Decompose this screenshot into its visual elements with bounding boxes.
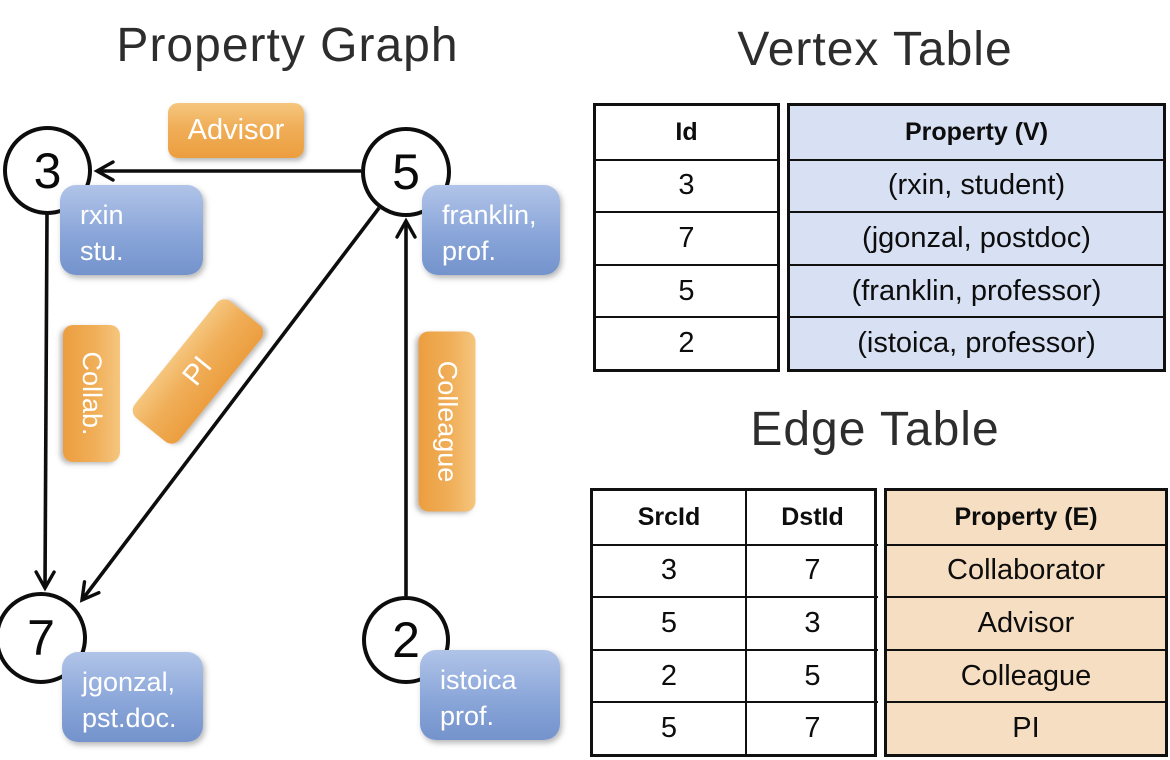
vertex-prop-line: prof. bbox=[442, 235, 497, 266]
column-header-dstid: DstId bbox=[745, 491, 878, 544]
edge-table: SrcId DstId 3 7 5 3 2 5 5 7 Property (E)… bbox=[590, 488, 1168, 757]
vertex-prop-box-rxin: rxin stu. bbox=[60, 185, 203, 275]
vertex-prop-box-franklin: franklin, prof. bbox=[422, 185, 560, 275]
table-cell: (istoica, professor) bbox=[790, 316, 1163, 369]
table-cell: 7 bbox=[745, 543, 878, 597]
table-cell: 7 bbox=[745, 701, 878, 754]
table-cell: 3 bbox=[596, 158, 777, 212]
vertex-prop-box-jgonzal: jgonzal, pst.doc. bbox=[62, 652, 203, 742]
vertex-table-title: Vertex Table bbox=[737, 23, 1013, 76]
table-cell: 3 bbox=[745, 596, 878, 649]
table-cell: 2 bbox=[596, 316, 777, 369]
edge-label-collab: Collab. bbox=[63, 325, 120, 462]
vertex-table-id-column: Id 3 7 5 2 bbox=[593, 103, 780, 372]
vertex-prop-line: franklin, bbox=[442, 200, 537, 230]
property-graph-title: Property Graph bbox=[116, 19, 459, 72]
edge-table-title: Edge Table bbox=[750, 403, 1000, 456]
column-header-srcid: SrcId bbox=[637, 502, 701, 531]
column-header-property-v: Property (V) bbox=[790, 106, 1163, 159]
edge-table-property-column: Property (E) Collaborator Advisor Collea… bbox=[884, 488, 1168, 757]
table-cell: PI bbox=[887, 701, 1165, 754]
table-cell: 2 bbox=[593, 648, 745, 702]
table-cell: Colleague bbox=[887, 648, 1165, 702]
vertex-prop-box-istoica: istoica prof. bbox=[420, 650, 560, 740]
vertex-id-label: 5 bbox=[392, 144, 420, 200]
vertex-id-label: 3 bbox=[33, 142, 62, 199]
table-cell: Collaborator bbox=[887, 543, 1165, 597]
column-header-property-e: Property (E) bbox=[887, 491, 1165, 544]
vertex-prop-line: istoica bbox=[440, 665, 517, 695]
table-cell: 3 bbox=[593, 543, 745, 597]
table-column-gap bbox=[877, 488, 884, 757]
edge-label-colleague: Colleague bbox=[418, 331, 476, 512]
table-cell: 5 bbox=[593, 596, 745, 649]
table-cell: 5 bbox=[593, 701, 745, 754]
vertex-prop-line: rxin bbox=[80, 200, 124, 230]
table-cell: 5 bbox=[596, 263, 777, 317]
column-header-id: Id bbox=[675, 117, 698, 146]
edge-label-advisor: Advisor bbox=[168, 103, 304, 158]
table-cell: Advisor bbox=[887, 596, 1165, 649]
table-cell: 5 bbox=[745, 648, 878, 702]
edge-pi-5-to-7 bbox=[79, 206, 381, 603]
vertex-table-property-column: Property (V) (rxin, student) (jgonzal, p… bbox=[787, 103, 1166, 372]
vertex-table: Id 3 7 5 2 Property (V) (rxin, student) … bbox=[593, 103, 1166, 372]
table-cell: (franklin, professor) bbox=[790, 263, 1163, 317]
edge-collab-3-to-7 bbox=[34, 213, 56, 592]
table-cell: 7 bbox=[596, 211, 777, 264]
vertex-prop-line: pst.doc. bbox=[82, 702, 177, 733]
edge-table-src-dst-columns: SrcId DstId 3 7 5 3 2 5 5 7 bbox=[590, 488, 878, 757]
vertex-prop-line: prof. bbox=[440, 700, 495, 731]
table-cell: (jgonzal, postdoc) bbox=[790, 211, 1163, 264]
table-cell: (rxin, student) bbox=[790, 158, 1163, 212]
vertex-node-3: 3 bbox=[3, 126, 92, 215]
vertex-id-label: 2 bbox=[392, 612, 420, 668]
vertex-prop-line: stu. bbox=[80, 235, 124, 266]
vertex-id-label: 7 bbox=[27, 610, 55, 666]
table-column-gap bbox=[780, 103, 787, 372]
vertex-prop-line: jgonzal, bbox=[82, 667, 176, 697]
